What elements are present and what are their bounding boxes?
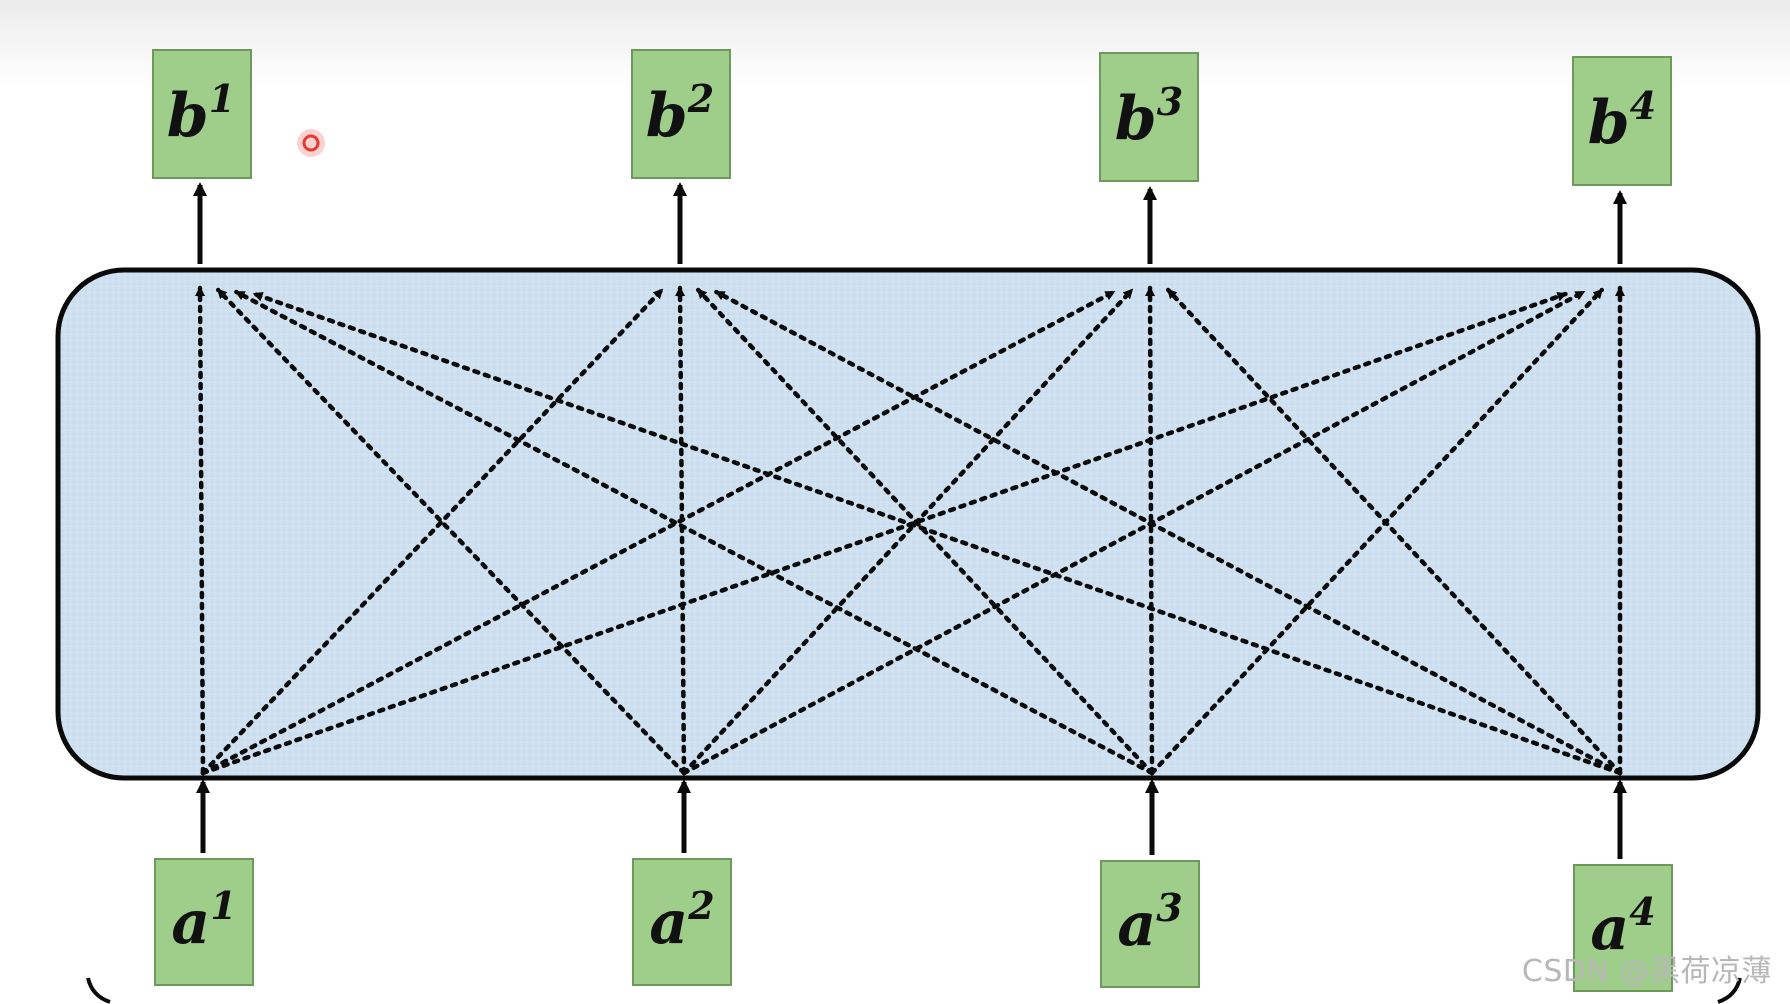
output-b3-sup: 3 (1157, 79, 1183, 124)
io-arrows (193, 182, 1627, 859)
connection-a2-to-b1 (215, 287, 687, 776)
svg-text:b4: b4 (1588, 83, 1656, 158)
input-a4-base: a (1590, 894, 1629, 964)
output-b4-base: b (1588, 88, 1630, 158)
output-b3-base: b (1115, 84, 1157, 154)
connection-a1-to-b2 (200, 287, 665, 776)
output-node-b4: b4 (1572, 56, 1672, 186)
svg-text:b2: b2 (646, 76, 714, 151)
connection-a3-to-b2 (695, 287, 1155, 776)
bottom-left-bracket (86, 977, 111, 1004)
input-node-a2: a2 (632, 858, 732, 986)
connection-a1-to-b4 (200, 291, 1568, 776)
input-node-a4: a4 (1573, 864, 1673, 992)
connection-a1-to-b1 (195, 285, 206, 776)
input-node-a3: a3 (1100, 860, 1200, 988)
input-a4-sup: 4 (1629, 889, 1655, 934)
svg-text:a3: a3 (1117, 885, 1182, 960)
input-a2-base: a (649, 888, 688, 958)
connection-a3-to-b3 (1145, 285, 1156, 776)
svg-text:a1: a1 (171, 883, 236, 958)
output-b2-sup: 2 (687, 76, 714, 121)
bottom-right-bracket (1717, 977, 1742, 1004)
top-fade (0, 0, 1790, 90)
svg-text:a4: a4 (1590, 889, 1655, 964)
input-a3-base: a (1117, 890, 1156, 960)
output-node-b2: b2 (631, 49, 731, 179)
output-b2-base: b (646, 81, 688, 151)
connection-a2-to-b3 (681, 287, 1135, 776)
connection-a1-to-b3 (200, 289, 1116, 776)
svg-text:b1: b1 (167, 76, 235, 151)
output-b1-sup: 1 (209, 76, 235, 121)
connection-a4-to-b3 (1165, 287, 1623, 776)
connection-a3-to-b4 (1149, 287, 1605, 776)
input-a3-sup: 3 (1156, 885, 1182, 930)
input-a1-sup: 1 (210, 883, 236, 928)
connection-a2-to-b4 (681, 289, 1586, 776)
input-node-a1: a1 (154, 858, 254, 986)
svg-text:b3: b3 (1115, 79, 1183, 154)
connection-a3-to-b1 (234, 289, 1155, 776)
input-a1-base: a (171, 888, 210, 958)
output-b1-base: b (167, 81, 209, 151)
cursor-pointer-indicator (297, 129, 325, 157)
output-node-b1: b1 (152, 49, 252, 179)
connection-a4-to-b2 (714, 289, 1623, 776)
connection-a4-to-b1 (252, 291, 1623, 776)
attention-connections (195, 285, 1625, 776)
connection-a2-to-b2 (675, 285, 687, 776)
input-a2-sup: 2 (687, 883, 714, 928)
svg-text:a2: a2 (649, 883, 714, 958)
output-b4-sup: 4 (1630, 83, 1656, 128)
csdn-watermark: CSDN @黑荷凉薄 (1521, 954, 1772, 989)
output-node-b3: b3 (1099, 52, 1199, 182)
